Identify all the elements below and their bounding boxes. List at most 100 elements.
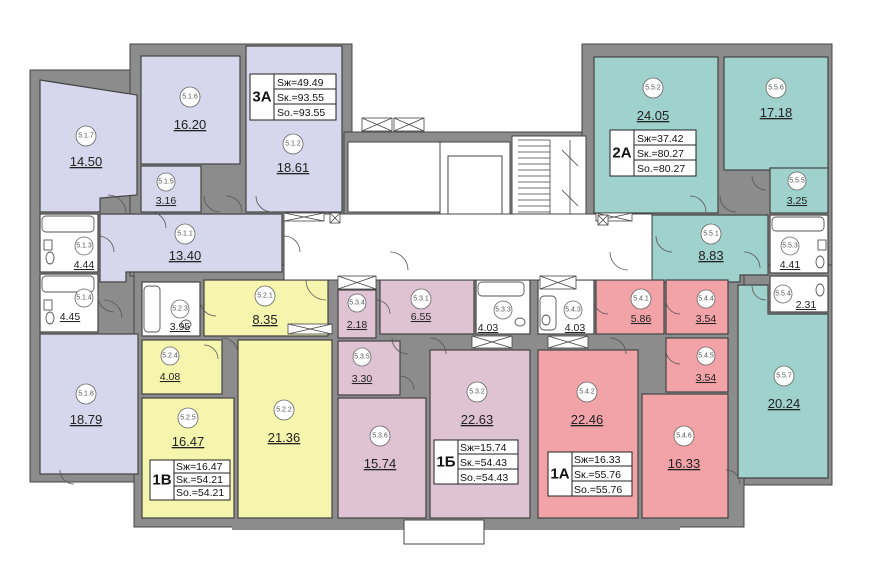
sink-icon [817, 239, 827, 251]
svg-text:Sж=37.42: Sж=37.42 [637, 133, 684, 145]
svg-text:18.61: 18.61 [277, 160, 310, 175]
bathtub-icon [143, 285, 161, 333]
svg-text:5.1.3: 5.1.3 [76, 243, 92, 250]
toilet-icon [45, 311, 55, 325]
apartment-box-1b: 1Б Sж=15.74 Sк.=54.43 So.=54.43 [433, 439, 519, 485]
label-5-4-4: 5.4.43.54 [696, 289, 717, 325]
svg-text:Sж=49.49: Sж=49.49 [277, 77, 324, 89]
label-5-3-1: 5.3.1 6.55 [410, 288, 432, 323]
label-5-4-5: 5.4.53.54 [696, 346, 717, 384]
svg-text:Sк.=93.55: Sк.=93.55 [277, 92, 324, 104]
label-5-5-3: 5.5.34.41 [780, 236, 800, 271]
svg-text:5.1.8: 5.1.8 [78, 391, 94, 398]
toilet-icon [815, 255, 825, 269]
svg-text:5.1.7: 5.1.7 [78, 133, 94, 140]
bathroom-fixtures [41, 215, 827, 333]
svg-text:So.=55.76: So.=55.76 [574, 484, 622, 496]
label-5-5-7: 5.5.720.24 [768, 365, 801, 411]
label-5-1-6: 5.1.616.20 [174, 86, 206, 132]
svg-text:5.5.1: 5.5.1 [703, 231, 719, 238]
apartment-box-3a: 3А Sж=49.49 Sк.=93.55 So.=93.55 [249, 73, 337, 121]
svg-text:5.1.4: 5.1.4 [76, 295, 92, 302]
svg-text:5.3.4: 5.3.4 [349, 300, 365, 307]
room-5-3-2 [429, 349, 531, 519]
svg-text:15.74: 15.74 [364, 456, 397, 471]
bathtub-icon [477, 281, 525, 297]
room-5-1-8 [39, 333, 139, 475]
label-5-3-5: 5.3.5 3.30 [352, 347, 373, 385]
svg-text:3.25: 3.25 [787, 195, 808, 207]
stair-steps [518, 139, 551, 230]
svg-text:6.55: 6.55 [411, 311, 432, 323]
label-5-2-5: 5.2.516.47 [172, 407, 204, 449]
label-5-5-4: 5.5.42.31 [773, 284, 816, 311]
svg-text:5.5.4: 5.5.4 [775, 291, 791, 298]
svg-text:2.18: 2.18 [347, 319, 368, 331]
svg-text:Sк.=54.21: Sк.=54.21 [176, 474, 223, 486]
label-5-5-1: 5.5.18.83 [698, 223, 724, 263]
svg-text:So.=80.27: So.=80.27 [637, 163, 685, 175]
apartment-label: 2А [612, 145, 631, 162]
label-5-2-1: 5.2.18.35 [252, 285, 278, 327]
svg-text:5.4.1: 5.4.1 [633, 296, 649, 303]
toilet-icon [514, 317, 526, 327]
vent-ducts [283, 117, 633, 349]
label-5-1-1: 5.1.113.40 [169, 223, 201, 263]
svg-text:5.1.5: 5.1.5 [158, 179, 174, 186]
room-5-3-4 [337, 289, 377, 339]
svg-text:Sж=16.47: Sж=16.47 [176, 461, 223, 473]
lobby [347, 141, 441, 213]
sink-icon [43, 299, 53, 311]
label-5-5-6: 5.5.617.18 [760, 77, 792, 120]
svg-text:3.54: 3.54 [696, 372, 717, 384]
svg-text:5.5.5: 5.5.5 [789, 178, 805, 185]
svg-text:3.95: 3.95 [170, 321, 191, 333]
svg-text:5.5.6: 5.5.6 [768, 85, 784, 92]
toilet-icon [541, 314, 551, 326]
room-5-1-2 [245, 45, 343, 213]
svg-text:5.2.3: 5.2.3 [172, 306, 188, 313]
apartment-label: 3А [252, 89, 271, 106]
svg-text:3.54: 3.54 [696, 313, 717, 325]
svg-text:3.30: 3.30 [352, 373, 373, 385]
svg-text:14.50: 14.50 [70, 154, 103, 169]
corridor [283, 213, 653, 281]
svg-text:5.1.1: 5.1.1 [177, 231, 193, 238]
room-5-4-4 [665, 279, 729, 335]
toilet-icon [815, 283, 825, 297]
svg-text:5.86: 5.86 [631, 313, 652, 325]
apartment-label: 1А [550, 466, 569, 483]
label-5-1-2: 5.1.2 18.61 [277, 133, 310, 175]
svg-text:5.4.2: 5.4.2 [579, 389, 595, 396]
svg-text:5.2.2: 5.2.2 [276, 407, 292, 414]
svg-text:5.4.3: 5.4.3 [565, 307, 581, 314]
bathtub-icon [539, 295, 557, 331]
room-5-1-1 [99, 213, 283, 283]
apartment-label: 1Б [436, 454, 455, 471]
bathtub-icon [771, 216, 825, 232]
label-5-4-2: 5.4.2 22.46 [571, 381, 604, 427]
svg-text:5.2.5: 5.2.5 [180, 415, 196, 422]
apartment-box-2a: 2А Sж=37.42 Sк.=80.27 So.=80.27 [609, 129, 697, 177]
common-core [232, 135, 680, 545]
label-5-1-3: 5.1.3 4.44 [74, 236, 95, 271]
svg-text:5.3.6: 5.3.6 [372, 433, 388, 440]
bathtub-icon [41, 275, 95, 293]
svg-text:5.1.2: 5.1.2 [285, 141, 301, 148]
svg-text:5.2.4: 5.2.4 [162, 353, 178, 360]
svg-text:5.3.1: 5.3.1 [413, 296, 429, 303]
svg-text:18.79: 18.79 [70, 412, 103, 427]
label-5-4-6: 5.4.616.33 [668, 425, 700, 471]
room-5-4-6 [641, 393, 729, 519]
label-5-2-3: 5.2.3 3.95 [170, 299, 191, 333]
toilet-icon [45, 251, 55, 265]
svg-text:5.3.5: 5.3.5 [354, 354, 370, 361]
svg-text:Sк.=54.43: Sк.=54.43 [460, 457, 507, 469]
svg-text:4.03: 4.03 [565, 322, 586, 334]
svg-text:20.24: 20.24 [768, 396, 801, 411]
svg-text:5.4.6: 5.4.6 [676, 433, 692, 440]
svg-text:4.44: 4.44 [74, 259, 95, 271]
room-5-3-6 [337, 397, 427, 519]
svg-text:22.46: 22.46 [571, 412, 604, 427]
